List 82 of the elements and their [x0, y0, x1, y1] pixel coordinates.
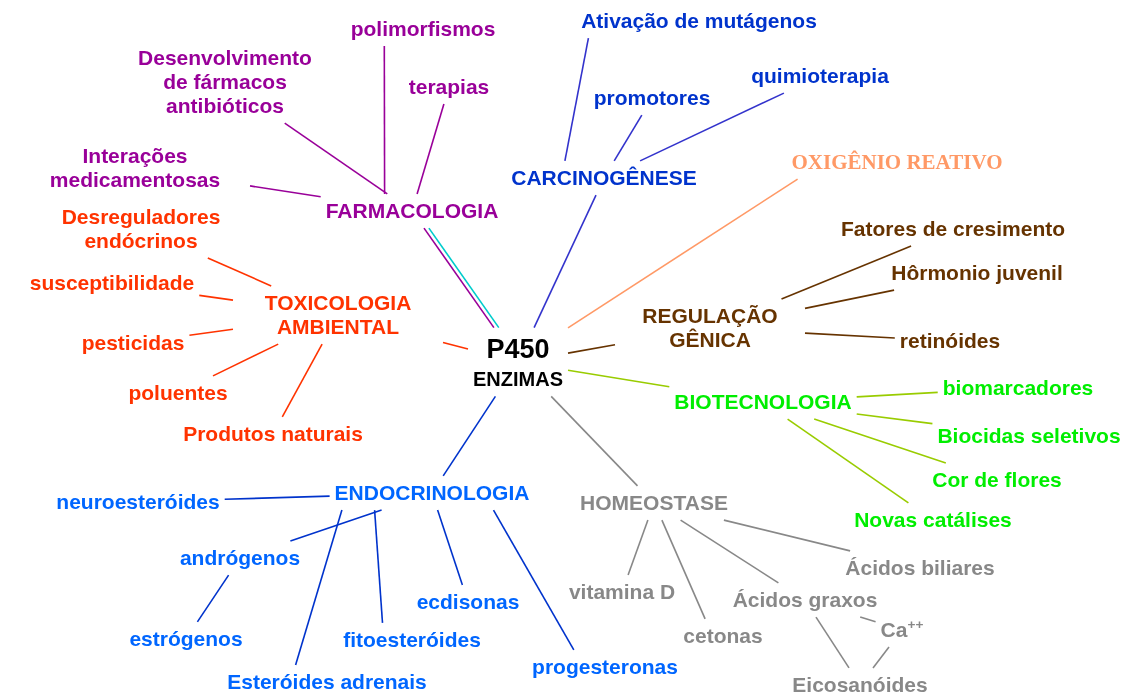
connector-line [613, 114, 643, 162]
connector-line [533, 194, 597, 329]
subtopic-label: Fatores de cresimento [840, 216, 1066, 242]
central-title: P450 [485, 332, 551, 366]
subtopic-label: ecdisonas [416, 589, 520, 615]
topic-label: CARCINOGÊNESE [511, 165, 697, 191]
connector-line [289, 509, 383, 542]
connector-line [442, 395, 497, 477]
subtopic-label: vitamina D [568, 579, 676, 605]
subtopic-label: polimorfismos [350, 16, 496, 42]
connector-line [815, 616, 850, 669]
subtopic-label: susceptibilidade [29, 270, 195, 296]
subtopic-label: Biocidas seletivos [937, 423, 1121, 449]
connector-line [855, 391, 939, 398]
subtopic-label: Produtos naturais [183, 421, 363, 447]
subtopic-label: poluentes [128, 380, 228, 406]
connector-line [813, 418, 947, 464]
connector-line [373, 509, 384, 624]
connector-line [188, 328, 234, 337]
topic-label: TOXICOLOGIA AMBIENTAL [238, 290, 438, 340]
connector-line [198, 294, 234, 301]
subtopic-label: andrógenos [179, 545, 301, 571]
subtopic-label: terapias [408, 74, 490, 100]
connector-line [723, 519, 851, 552]
connector-line [567, 369, 671, 388]
connector-line [550, 395, 639, 487]
central-subtitle: ENZIMAS [473, 366, 563, 392]
subtopic-label: Novas catálises [854, 507, 1012, 533]
connector-line [207, 257, 272, 287]
subtopic-label: promotores [593, 85, 711, 111]
subtopic-label: Hôrmonio juvenil [891, 260, 1063, 286]
subtopic-label: fitoesteróides [343, 627, 481, 653]
connector-line [859, 616, 877, 623]
connector-line [223, 495, 331, 501]
connector-line [804, 289, 895, 310]
connector-line [196, 574, 230, 623]
subtopic-label: progesteronas [532, 654, 678, 680]
subtopic-label: Interações medicamentosas [25, 143, 245, 193]
subtopic-label: Cor de flores [932, 467, 1062, 493]
subtopic-label: neuroesteróides [56, 489, 220, 515]
connector-line [855, 413, 934, 425]
subtopic-label: Desreguladores endócrinos [36, 204, 246, 254]
topic-label: ENDOCRINOLOGIA [334, 480, 530, 506]
connector-line [786, 418, 910, 504]
subtopic-label: estrógenos [129, 626, 243, 652]
connector-line [679, 519, 780, 584]
connector-line [804, 332, 896, 339]
connector-line [627, 519, 649, 576]
connector-line [294, 509, 343, 666]
subtopic-label: Desenvolvimento de fármacos antibióticos [135, 45, 315, 119]
connector-line [564, 37, 590, 162]
connector-line [639, 92, 785, 162]
connector-line [567, 178, 799, 329]
subtopic-label: Esteróides adrenais [227, 669, 427, 695]
connector-line [492, 509, 575, 651]
connector-line [283, 122, 389, 195]
subtopic-label: Ca$^{++}$ [880, 617, 924, 643]
connector-line [872, 646, 890, 669]
topic-label: BIOTECNOLOGIA [674, 389, 852, 415]
connector-line [780, 245, 912, 300]
subtopic-label: Ativação de mutágenos [581, 8, 817, 34]
connector-line [436, 509, 464, 586]
subtopic-label: pesticidas [81, 330, 185, 356]
subtopic-label: Ácidos graxos [732, 587, 878, 613]
connector-line [383, 45, 386, 195]
topic-label: OXIGÊNIO REATIVO [791, 149, 1003, 175]
connector-line [212, 343, 279, 377]
subtopic-label: retinóides [899, 328, 1001, 354]
connector-line [567, 344, 616, 354]
connector-line [281, 343, 323, 418]
topic-label: FARMACOLOGIA [325, 198, 499, 224]
connector-line [442, 341, 469, 350]
connector-line [661, 519, 706, 620]
connector-line [249, 185, 322, 198]
topic-label: REGULAÇÃO GÊNICA [620, 303, 800, 353]
connector-line [416, 103, 445, 195]
subtopic-label: quimioterapia [751, 63, 889, 89]
subtopic-label: biomarcadores [942, 375, 1094, 401]
subtopic-label: Eicosanóides [792, 672, 928, 698]
subtopic-label: Ácidos biliares [845, 555, 995, 581]
topic-label: HOMEOSTASE [580, 490, 728, 516]
subtopic-label: cetonas [683, 623, 763, 649]
